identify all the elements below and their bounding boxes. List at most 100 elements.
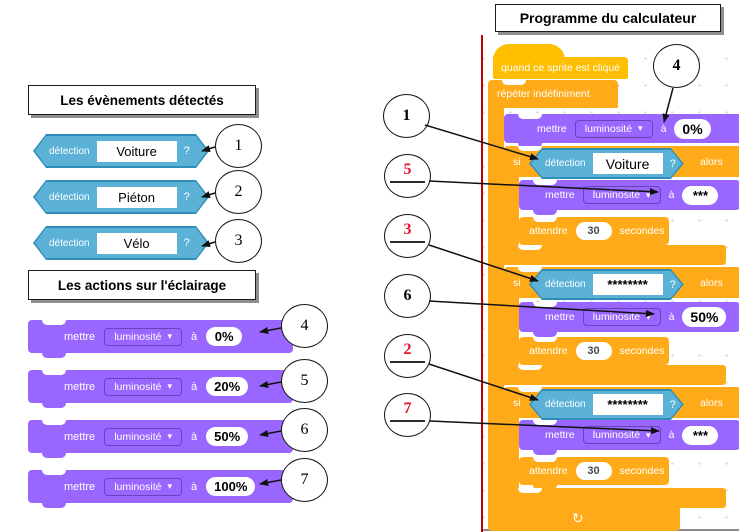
chevron-down-icon: ▾ xyxy=(167,481,172,491)
actions-section-title: Les actions sur l'éclairage xyxy=(28,270,256,300)
detection-block-body: détection Piéton ? xyxy=(35,182,207,212)
alors-label: alors xyxy=(700,396,723,409)
value-oval[interactable]: 0% xyxy=(206,327,243,346)
block-notch xyxy=(518,488,542,493)
answer-circle-5[interactable]: 5 xyxy=(384,154,431,198)
question-mark: ? xyxy=(669,398,676,411)
block-notch xyxy=(502,80,526,85)
block-notch xyxy=(518,267,542,272)
if-footer-2 xyxy=(504,365,726,385)
prep-label: à xyxy=(191,430,198,443)
set-verb: mettre xyxy=(545,189,575,201)
wait-value-oval[interactable]: 30 xyxy=(575,222,612,240)
detection-block-pieton[interactable]: détection Piéton ? xyxy=(33,180,209,214)
detection-block-voiture[interactable]: détection Voiture ? xyxy=(33,134,209,168)
detection-block-velo[interactable]: détection Vélo ? xyxy=(33,226,209,260)
variable-dropdown[interactable]: luminosité▾ xyxy=(582,186,661,204)
program-set-brightness-b3[interactable]: mettre luminosité▾ à *** xyxy=(519,420,739,455)
set-verb: mettre xyxy=(64,330,96,343)
set-verb: mettre xyxy=(64,430,96,443)
value-oval[interactable]: *** xyxy=(682,425,719,445)
variable-dropdown[interactable]: luminosité▾ xyxy=(104,377,182,396)
callout-circle-5: 5 xyxy=(281,359,328,403)
prep-label: à xyxy=(668,429,675,441)
variable-dropdown[interactable]: luminosité▾ xyxy=(104,477,182,496)
set-brightness-block-100[interactable]: mettre luminosité▾ à 100% xyxy=(28,470,293,508)
set-brightness-block-0[interactable]: mettre luminosité▾ à 0% xyxy=(28,320,293,358)
value-oval[interactable]: *** xyxy=(682,185,719,205)
set-verb: mettre xyxy=(537,122,567,135)
set-brightness-block-50[interactable]: mettre luminosité▾ à 50% xyxy=(28,420,293,458)
variable-dropdown[interactable]: luminosité▾ xyxy=(582,426,661,444)
if-spine-1 xyxy=(504,170,519,265)
when-sprite-clicked-block[interactable]: quand ce sprite est cliqué xyxy=(493,57,628,79)
block-notch xyxy=(42,470,66,475)
answer-circle-4: 4 xyxy=(653,44,700,88)
wait-block-2[interactable]: attendre 30 secondes xyxy=(519,337,669,370)
program-set-brightness-0[interactable]: mettre luminosité▾ à 0% xyxy=(504,114,739,148)
callout-circle-4: 4 xyxy=(281,304,328,348)
variable-dropdown[interactable]: luminosité▾ xyxy=(582,308,661,326)
block-notch xyxy=(518,114,542,119)
program-set-brightness-b2[interactable]: mettre luminosité▾ à 50% xyxy=(519,302,739,337)
block-notch xyxy=(42,370,66,375)
repeat-forever-block[interactable]: répéter indéfiniment xyxy=(488,80,618,108)
condition-input[interactable]: ******** xyxy=(593,394,663,415)
program-section-title: Programme du calculateur xyxy=(495,4,721,32)
detection-keyword: détection xyxy=(49,145,90,157)
block-tab xyxy=(533,484,557,490)
value-oval[interactable]: 50% xyxy=(682,307,727,327)
if-footer-1 xyxy=(504,245,726,265)
value-oval[interactable]: 0% xyxy=(674,118,711,139)
detection-value-input[interactable]: Voiture xyxy=(97,141,177,162)
chevron-down-icon: ▾ xyxy=(167,431,172,441)
wait-block-3[interactable]: attendre 30 secondes xyxy=(519,457,669,490)
detection-value-input[interactable]: Piéton xyxy=(97,187,177,208)
if-spine-3 xyxy=(504,411,519,508)
value-oval[interactable]: 50% xyxy=(206,427,249,446)
block-notch xyxy=(518,146,542,151)
block-notch xyxy=(533,217,557,222)
block-tab xyxy=(518,142,542,148)
if-condition-hexagon-2[interactable]: détection ******** ? xyxy=(529,269,684,300)
variable-dropdown[interactable]: luminosité▾ xyxy=(574,119,653,138)
detection-keyword: détection xyxy=(545,158,586,169)
condition-input[interactable]: ******** xyxy=(593,274,663,295)
block-notch xyxy=(533,420,557,425)
block-notch xyxy=(518,387,542,392)
wait-value-oval[interactable]: 30 xyxy=(575,342,612,360)
wait-label: attendre xyxy=(529,345,568,357)
wait-block-1[interactable]: attendre 30 secondes xyxy=(519,217,669,250)
alors-label: alors xyxy=(700,276,723,289)
variable-dropdown[interactable]: luminosité▾ xyxy=(104,427,182,446)
answer-line xyxy=(390,420,425,422)
callout-circle-7: 7 xyxy=(281,458,328,502)
block-tab xyxy=(42,352,66,358)
repeat-forever-footer: ↻ xyxy=(488,508,680,531)
answer-circle-3[interactable]: 3 xyxy=(384,214,431,258)
block-tab xyxy=(42,402,66,408)
alors-label: alors xyxy=(700,155,723,168)
detection-keyword: détection xyxy=(545,399,586,410)
prep-label: à xyxy=(191,330,198,343)
set-brightness-block-20[interactable]: mettre luminosité▾ à 20% xyxy=(28,370,293,408)
answer-circle-7[interactable]: 7 xyxy=(384,393,431,437)
block-tab xyxy=(42,502,66,508)
value-oval[interactable]: 20% xyxy=(206,377,249,396)
condition-input[interactable]: Voiture xyxy=(593,153,663,174)
value-oval[interactable]: 100% xyxy=(206,477,256,496)
program-set-brightness-b1[interactable]: mettre luminosité▾ à *** xyxy=(519,180,739,215)
detection-value-input[interactable]: Vélo xyxy=(97,233,177,254)
if-condition-hexagon-1[interactable]: détection Voiture ? xyxy=(529,148,684,179)
detection-keyword: détection xyxy=(49,237,90,249)
answer-circle-6: 6 xyxy=(384,274,431,318)
set-verb: mettre xyxy=(545,429,575,441)
if-condition-hexagon-3[interactable]: détection ******** ? xyxy=(529,389,684,420)
variable-dropdown[interactable]: luminosité▾ xyxy=(104,327,182,346)
wait-value-oval[interactable]: 30 xyxy=(575,462,612,480)
block-notch xyxy=(42,320,66,325)
question-mark: ? xyxy=(183,145,190,157)
answer-circle-2[interactable]: 2 xyxy=(384,334,431,378)
block-notch xyxy=(518,245,542,250)
